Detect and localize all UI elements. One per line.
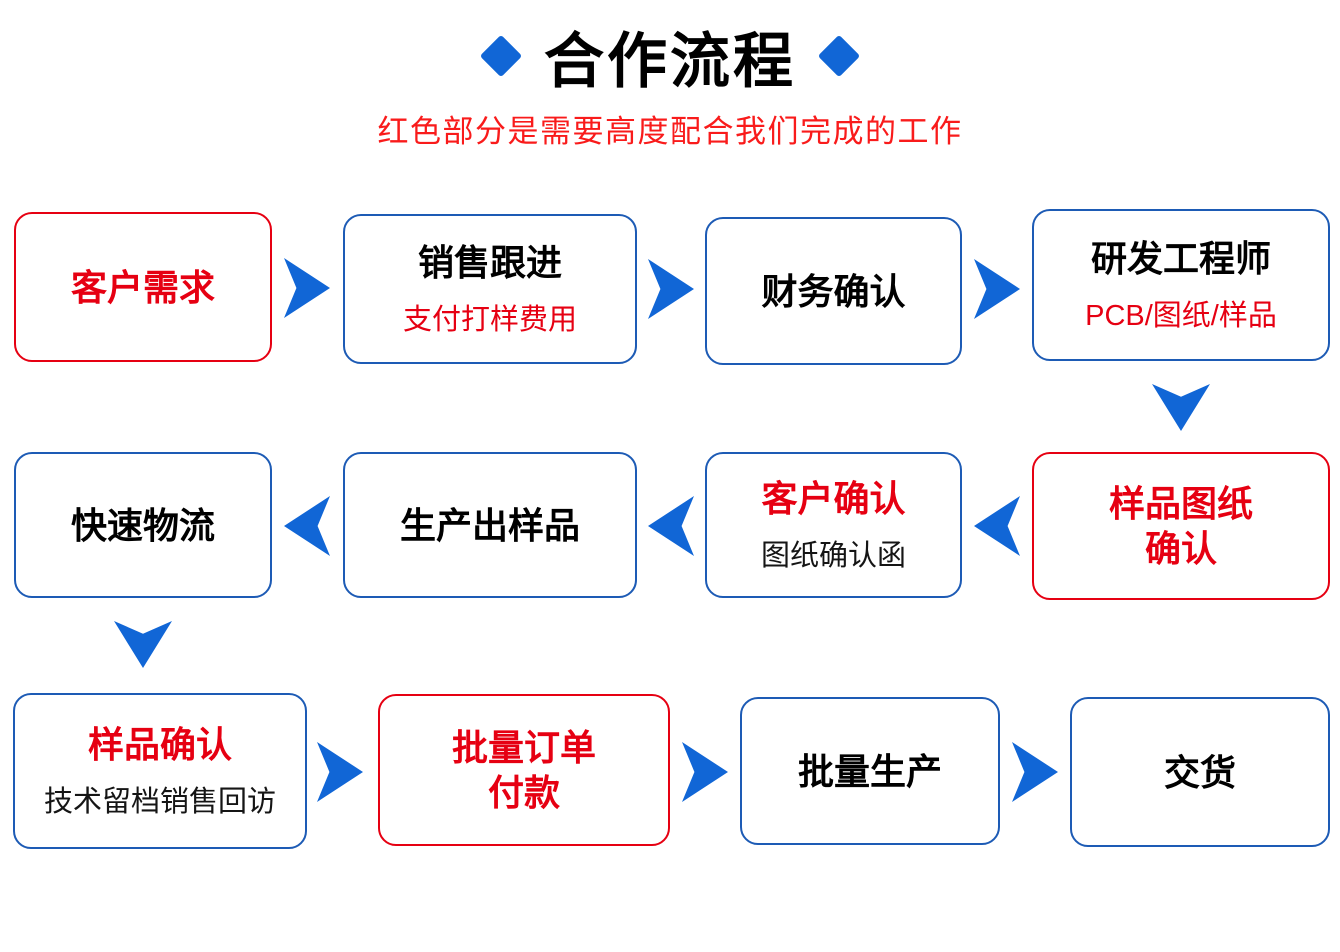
arrow-right-icon [1012,742,1058,802]
arrow-right-icon [682,742,728,802]
arrow-left-icon [648,496,694,556]
node-title: 销售跟进 [417,242,562,283]
node-sales-follow-up: 销售跟进 支付打样费用 [343,214,637,364]
node-title: 样品图纸 确认 [1108,483,1253,569]
page-title: 合作流程 [544,27,796,95]
node-title: 样品确认 [87,724,232,765]
node-sample-confirm: 样品确认 技术留档销售回访 [13,693,307,849]
node-subtitle: 技术留档销售回访 [43,786,276,818]
node-title: 研发工程师 [1090,238,1271,279]
node-finance-confirm: 财务确认 [705,217,962,365]
diamond-icon [817,34,861,78]
node-title: 快速物流 [70,504,215,546]
diamond-icon [479,34,523,78]
node-customer-confirm: 客户确认 图纸确认函 [705,452,962,598]
page-header: 合作流程 [0,10,1340,102]
node-subtitle: 图纸确认函 [760,540,906,572]
arrow-down-icon [114,621,172,668]
node-customer-demand: 客户需求 [14,212,272,362]
node-title: 交货 [1163,751,1236,793]
arrow-left-icon [284,496,330,556]
arrow-right-icon [974,259,1020,319]
node-subtitle: PCB/图纸/样品 [1085,300,1277,332]
node-title: 客户需求 [70,266,215,308]
node-subtitle: 支付打样费用 [402,304,577,336]
node-delivery: 交货 [1070,697,1330,847]
arrow-down-icon [1152,384,1210,431]
node-rd-engineer: 研发工程师 PCB/图纸/样品 [1032,209,1330,361]
node-fast-logistics: 快速物流 [14,452,272,598]
node-bulk-order-payment: 批量订单 付款 [378,694,670,846]
node-produce-sample: 生产出样品 [343,452,637,598]
arrow-right-icon [648,259,694,319]
arrow-right-icon [317,742,363,802]
node-title: 批量生产 [797,750,942,792]
node-title: 客户确认 [761,478,906,519]
arrow-right-icon [284,258,330,318]
node-title: 批量订单 付款 [451,727,596,813]
node-title: 生产出样品 [399,504,580,546]
node-title: 财务确认 [761,270,906,312]
page-subtitle: 红色部分是需要高度配合我们完成的工作 [377,114,963,149]
arrow-left-icon [974,496,1020,556]
node-bulk-production: 批量生产 [740,697,1000,845]
node-sample-drawing-confirm: 样品图纸 确认 [1032,452,1330,600]
